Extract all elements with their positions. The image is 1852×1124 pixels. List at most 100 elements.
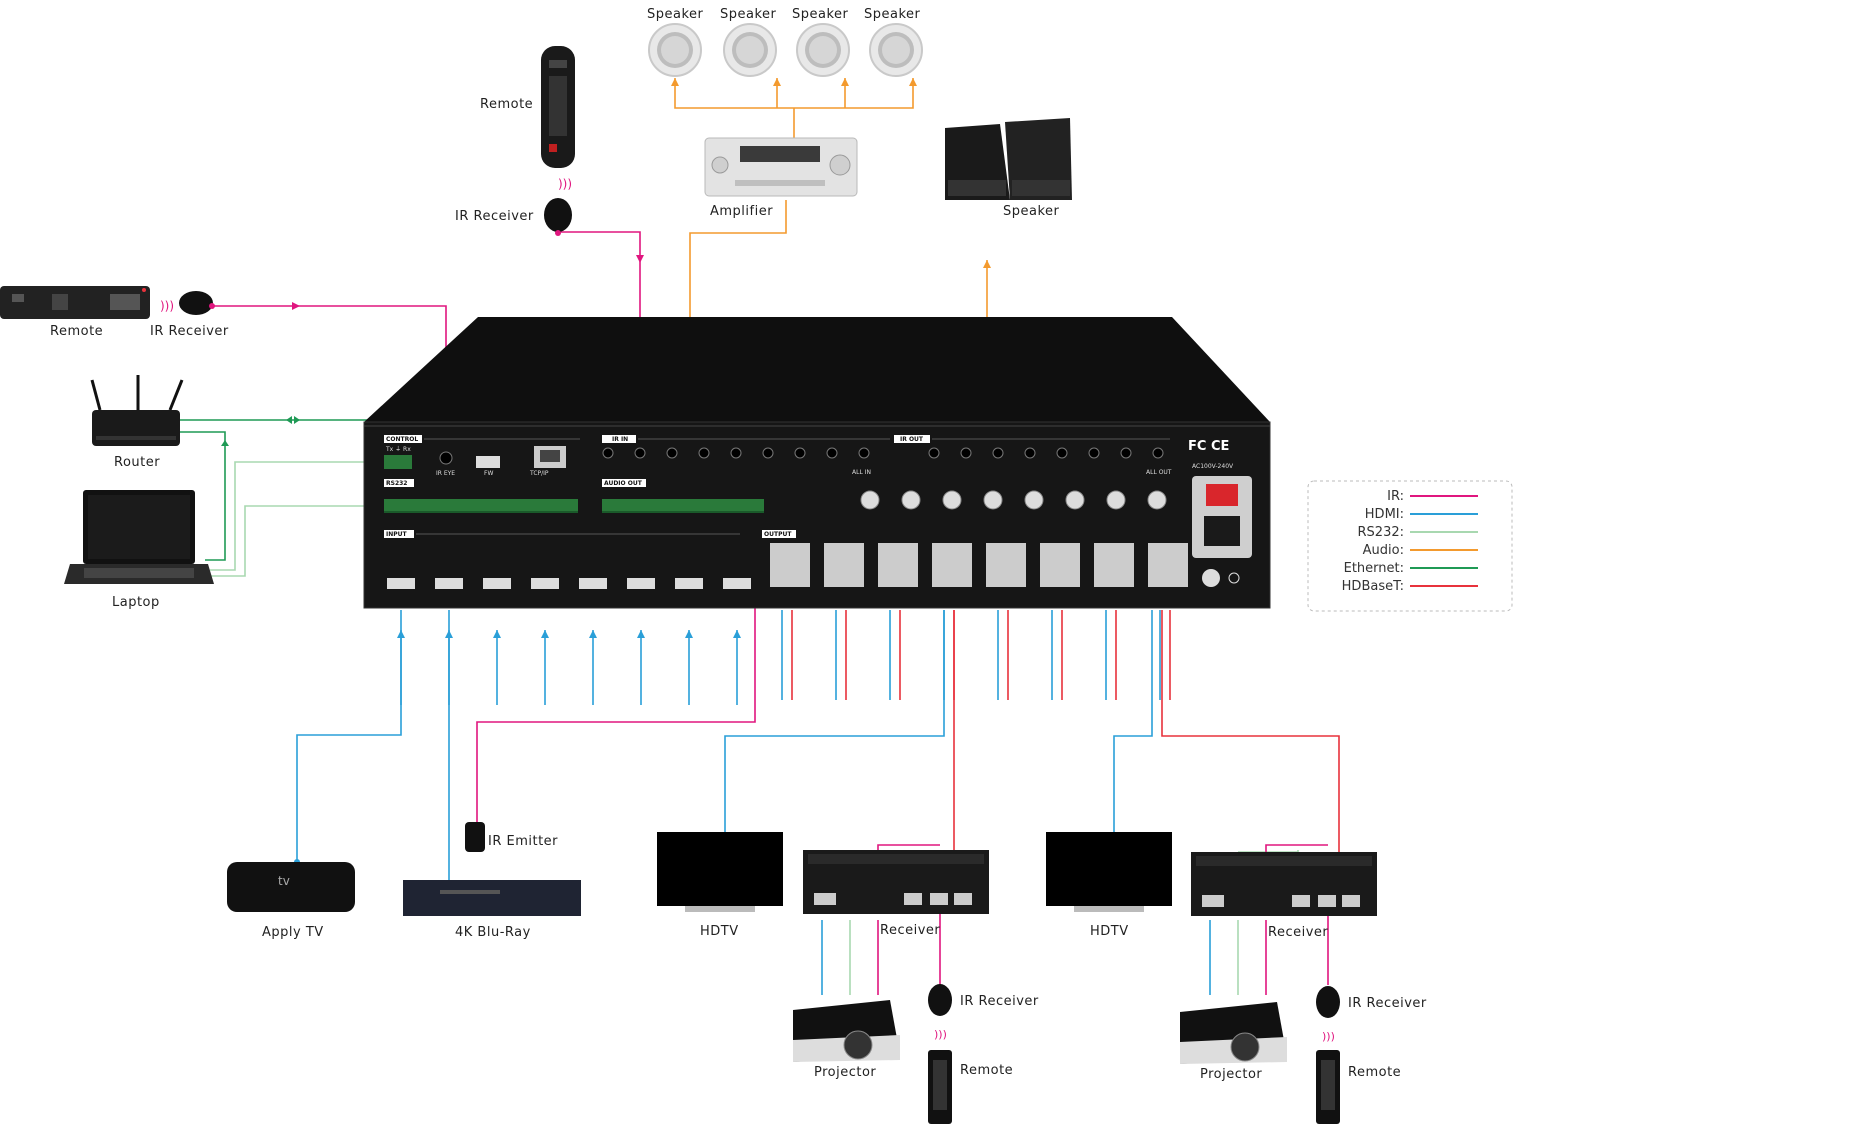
hdbaset-output-port[interactable] [878,543,918,587]
ir-in-jack[interactable] [794,447,806,459]
power-section: FC CE AC100V-240V [1188,439,1252,587]
wireless-signal-icon: ))) [160,299,174,313]
power-inlet[interactable] [1204,516,1240,546]
ir-out-jack[interactable] [992,447,1004,459]
ir-receiver-icon [544,198,572,236]
audio-jack[interactable] [983,490,1003,510]
ir-out-jack[interactable] [1024,447,1036,459]
rj45-socket [540,450,560,462]
receiver-1: Receiver [803,850,989,938]
laptop-label: Laptop [112,595,160,610]
hdmi-input-port[interactable] [627,578,655,589]
audio-jack[interactable] [860,490,880,510]
speaker-icon [945,118,1072,200]
ir-out-jack[interactable] [1152,447,1164,459]
cert-label: FC CE [1188,439,1229,454]
hdbaset-output-port[interactable] [824,543,864,587]
speaker-right: Speaker [945,118,1072,219]
hdbaset-output-port[interactable] [932,543,972,587]
audio-jack[interactable] [1024,490,1044,510]
remote-icon [541,46,575,168]
hdbaset-output-port[interactable] [986,543,1026,587]
ir-receiver-label: IR Receiver [150,324,229,339]
ir-out-jack[interactable] [1056,447,1068,459]
apple-tv: tv Apply TV [227,862,355,940]
hdmi-input-lines [400,630,738,705]
ir-in-jack[interactable] [698,447,710,459]
ir-in-jacks: ALL IN [602,447,871,476]
panel-tag-bg [384,530,414,538]
ir-receiver-icon [179,291,215,315]
panel-label-rs232: RS232 [386,480,407,487]
ir-in-jack[interactable] [602,447,614,459]
ir-line-emitter [476,585,756,822]
ir-in-jack[interactable] [858,447,870,459]
audio-jack[interactable] [901,490,921,510]
hdbaset-output-port[interactable] [1040,543,1080,587]
power-switch[interactable] [1206,484,1238,506]
hdmi-input-port[interactable] [723,578,751,589]
projector-icon [1180,1002,1287,1064]
projector-label: Projector [1200,1067,1262,1082]
legend-label: HDBaseT: [1342,579,1404,594]
hdmi-input-port[interactable] [483,578,511,589]
router-label: Router [114,455,160,470]
ir-out-jack[interactable] [960,447,972,459]
hdmi-input-port[interactable] [435,578,463,589]
projector-label: Projector [814,1065,876,1080]
remote-label: Remote [50,324,103,339]
hdmi-input-ports [387,578,751,589]
ir-out-jack[interactable] [1088,447,1100,459]
panel-section-labels: CONTROL RS232 INPUT IR IN AUDIO OUT IR O… [384,435,1170,538]
speaker-group-top: Speaker Speaker Speaker Speaker [647,7,923,77]
panel-label-ir-in: IR IN [612,436,628,443]
ir-in-jack[interactable] [634,447,646,459]
audio-jack[interactable] [942,490,962,510]
ir-out-jack[interactable] [928,447,940,459]
all-out-label: ALL OUT [1146,469,1172,476]
rs232-line-2 [210,505,395,577]
panel-tag-bg [602,435,636,443]
ir-emitter-label: IR Emitter [488,834,558,849]
receiver-label: Receiver [880,923,940,938]
panel-tag-bg [602,479,646,487]
speaker-label: Speaker [1003,204,1060,219]
fw-usb-port[interactable] [476,456,500,468]
hdtv-1: HDTV [657,832,783,939]
ir-in-jack[interactable] [762,447,774,459]
hdmi-input-port[interactable] [387,578,415,589]
ir-in-jack[interactable] [666,447,678,459]
ir-in-jack[interactable] [826,447,838,459]
ir-out-jack[interactable] [1120,447,1132,459]
speaker-icon [648,23,702,77]
hdtv-label: HDTV [1090,924,1129,939]
ir-eye-jack[interactable] [439,451,453,465]
hdmi-line-appletv [296,610,402,862]
hdmi-input-port[interactable] [675,578,703,589]
hdbaset-output-port[interactable] [770,543,810,587]
hdmi-input-port[interactable] [531,578,559,589]
tv-icon [657,832,783,912]
rs232-terminal[interactable] [384,455,412,469]
speaker-icon [723,23,777,77]
hdmi-line-hdtv2 [1113,610,1153,838]
hdmi-input-port[interactable] [579,578,607,589]
speaker-icon [869,23,923,77]
audio-jack[interactable] [1065,490,1085,510]
remote-icon [928,1050,952,1124]
wireless-signal-icon: ))) [1322,1030,1335,1043]
bluray-player: 4K Blu-Ray IR Emitter [403,822,581,940]
hdbaset-output-port[interactable] [1094,543,1134,587]
hdbaset-output-port[interactable] [1148,543,1188,587]
all-in-label: ALL IN [852,469,871,476]
tcpip-label: TCP/IP [529,470,549,477]
ir-in-jack[interactable] [730,447,742,459]
remote-icon [0,286,150,319]
speaker-label: Speaker [864,7,921,22]
hdtv-label: HDTV [700,924,739,939]
audio-jack[interactable] [1147,490,1167,510]
receiver-label: Receiver [1268,925,1328,940]
ir-receiver-label: IR Receiver [960,994,1039,1009]
projector-2: Projector [1180,1002,1287,1082]
audio-jack[interactable] [1106,490,1126,510]
